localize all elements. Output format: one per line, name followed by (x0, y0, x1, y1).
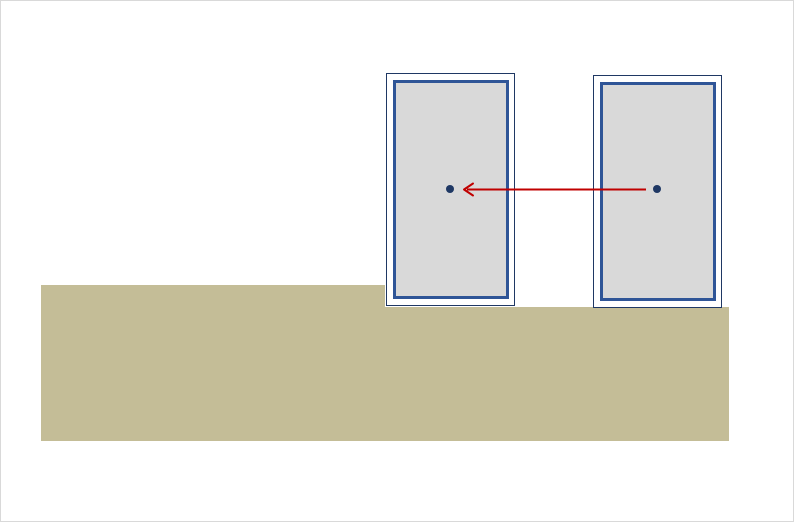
right-block-center-dot (653, 185, 661, 193)
left-block-center-dot (446, 185, 454, 193)
movement-arrowhead (463, 182, 474, 197)
ground-base (41, 285, 729, 441)
